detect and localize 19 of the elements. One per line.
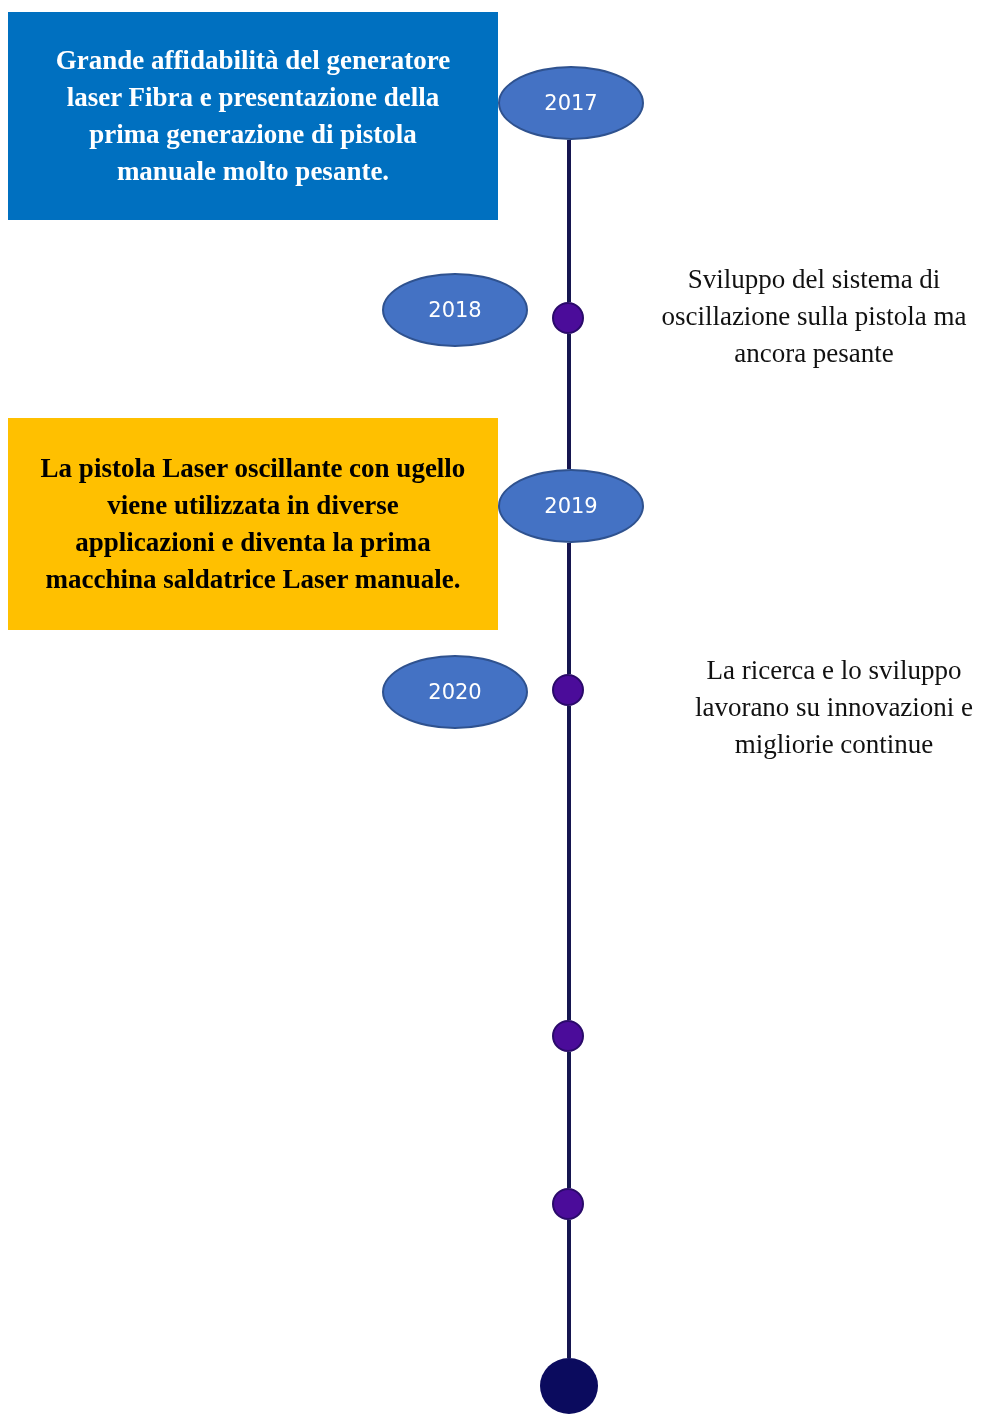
timeline-line — [567, 140, 571, 302]
year-ellipse: 2018 — [382, 273, 528, 347]
timeline-line — [567, 1052, 571, 1188]
event-box: La pistola Laser oscillante con ugello viene utilizzata in diverse applicazioni e diventa la prima macchina saldatrice Laser manuale. — [8, 418, 498, 630]
year-ellipse: 2019 — [498, 469, 644, 543]
timeline-dot — [552, 302, 584, 334]
event-box: Grande affidabilità del generatore laser Fibra e presentazione della prima generazione di pistola manuale molto pesante. — [8, 12, 498, 220]
end-circle — [540, 1358, 598, 1414]
timeline-line — [567, 334, 571, 469]
timeline-dot — [552, 1020, 584, 1052]
timeline-dot — [552, 674, 584, 706]
timeline-dot — [552, 1188, 584, 1220]
timeline-line — [567, 1220, 571, 1358]
milestone-note: Sviluppo del sistema di oscillazione sulla pistola ma ancora pesante — [660, 263, 968, 370]
milestone-note: La ricerca e lo sviluppo lavorano su innovazioni e migliorie continue — [693, 654, 975, 761]
year-ellipse: 2020 — [382, 655, 528, 729]
timeline-line — [567, 706, 571, 1020]
timeline-line — [567, 543, 571, 674]
year-ellipse: 2017 — [498, 66, 644, 140]
